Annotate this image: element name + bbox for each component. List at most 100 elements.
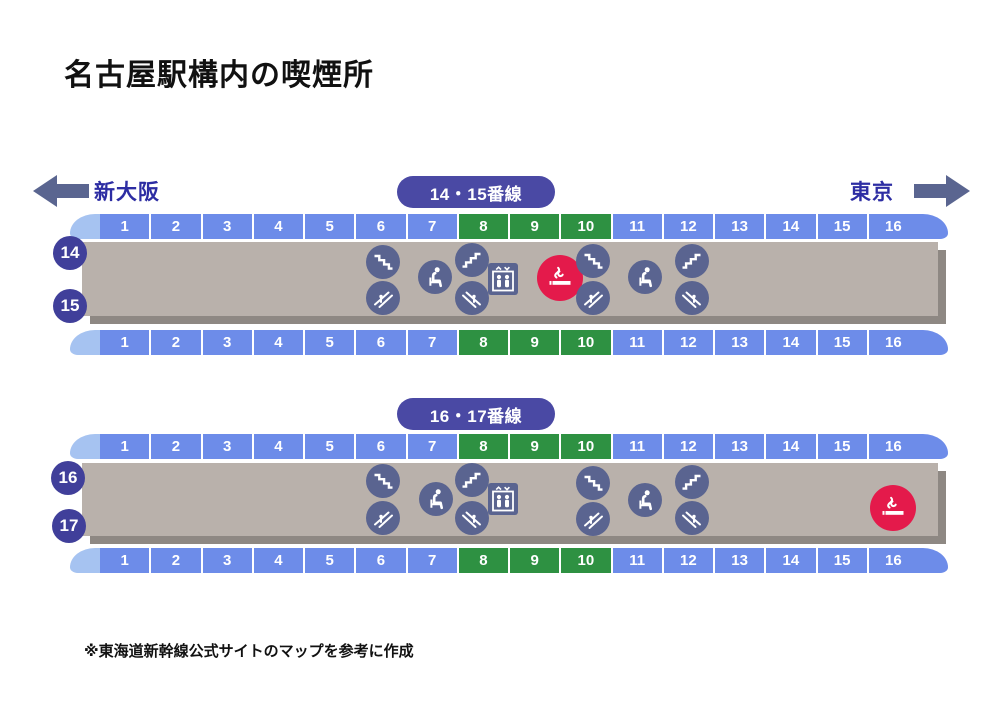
car-cell-15: 15 [815,434,867,459]
car-cell-11: 11 [610,548,662,573]
car-cell-2: 2 [149,434,201,459]
elevator-icon [488,483,518,515]
train-nose [70,330,100,355]
car-cell-7: 7 [405,330,457,355]
car-cell-5: 5 [303,434,355,459]
car-cell-5: 5 [303,214,355,239]
car-cell-4: 4 [251,330,303,355]
car-cell-5: 5 [303,330,355,355]
car-cell-13: 13 [713,330,765,355]
car-cell-9: 9 [508,330,560,355]
train-nose [70,434,100,459]
platform-number-15: 15 [53,289,87,323]
stairs-icon [675,244,709,278]
car-cell-10: 10 [559,214,611,239]
car-cell-7: 7 [405,434,457,459]
car-cell-7: 7 [405,214,457,239]
stairs-icon [455,463,489,497]
car-cell-13: 13 [713,434,765,459]
seated-person-icon [628,483,662,517]
car-cell-12: 12 [661,548,713,573]
escalator-icon [455,281,489,315]
car-cell-12: 12 [661,214,713,239]
platform-number-14: 14 [53,236,87,270]
platform-badge-16-17: 16・17番線 [397,398,555,430]
car-cell-15: 15 [815,214,867,239]
car-cell-16: 16 [866,548,918,573]
escalator-icon [675,501,709,535]
escalator-icon [675,281,709,315]
car-cell-7: 7 [405,548,457,573]
footnote: ※東海道新幹線公式サイトのマップを参考に作成 [84,643,414,660]
page-title: 名古屋駅構内の喫煙所 [64,59,374,92]
car-cell-8: 8 [456,214,508,239]
smoking-area-icon [537,255,583,301]
car-cell-6: 6 [354,330,406,355]
car-cell-8: 8 [456,434,508,459]
car-cell-10: 10 [559,548,611,573]
train-nose [70,214,100,239]
car-cell-8: 8 [456,548,508,573]
car-cell-9: 9 [508,548,560,573]
car-cell-6: 6 [354,214,406,239]
stairs-icon [455,243,489,277]
car-cell-15: 15 [815,548,867,573]
smoking-area-icon [870,485,916,531]
car-cell-14: 14 [764,434,816,459]
car-cell-16: 16 [866,330,918,355]
car-cell-16: 16 [866,214,918,239]
car-cell-10: 10 [559,330,611,355]
car-cell-3: 3 [200,548,252,573]
car-cell-14: 14 [764,548,816,573]
train-tail [918,330,948,355]
arrow-right-icon [912,174,970,213]
stairs-icon [366,245,400,279]
car-cell-13: 13 [713,214,765,239]
seated-person-icon [418,260,452,294]
car-cell-3: 3 [200,214,252,239]
car-cell-9: 9 [508,214,560,239]
escalator-icon [576,502,610,536]
car-cell-10: 10 [559,434,611,459]
seated-person-icon [419,482,453,516]
direction-label-tokyo: 東京 [850,181,894,204]
train-tail [918,214,948,239]
car-cell-8: 8 [456,330,508,355]
stairs-icon [576,244,610,278]
car-cell-2: 2 [149,214,201,239]
car-cell-12: 12 [661,330,713,355]
stairs-icon [675,465,709,499]
platform-number-17: 17 [52,509,86,543]
escalator-icon [576,281,610,315]
escalator-icon [366,501,400,535]
car-cell-9: 9 [508,434,560,459]
car-cell-5: 5 [303,548,355,573]
platform-badge-14-15: 14・15番線 [397,176,555,208]
elevator-icon [488,263,518,295]
car-cell-14: 14 [764,214,816,239]
car-cell-14: 14 [764,330,816,355]
car-cell-6: 6 [354,548,406,573]
direction-label-shin-osaka: 新大阪 [94,181,160,204]
car-cell-11: 11 [610,330,662,355]
car-cell-4: 4 [251,548,303,573]
car-cell-1: 1 [100,434,150,459]
car-cell-1: 1 [100,214,150,239]
car-cell-3: 3 [200,330,252,355]
car-cell-11: 11 [610,214,662,239]
car-cell-3: 3 [200,434,252,459]
train-tail [918,548,948,573]
car-cell-12: 12 [661,434,713,459]
seated-person-icon [628,260,662,294]
stairs-icon [366,464,400,498]
train-tail [918,434,948,459]
car-cell-1: 1 [100,330,150,355]
platform-number-16: 16 [51,461,85,495]
car-cell-6: 6 [354,434,406,459]
escalator-icon [366,281,400,315]
car-cell-4: 4 [251,434,303,459]
